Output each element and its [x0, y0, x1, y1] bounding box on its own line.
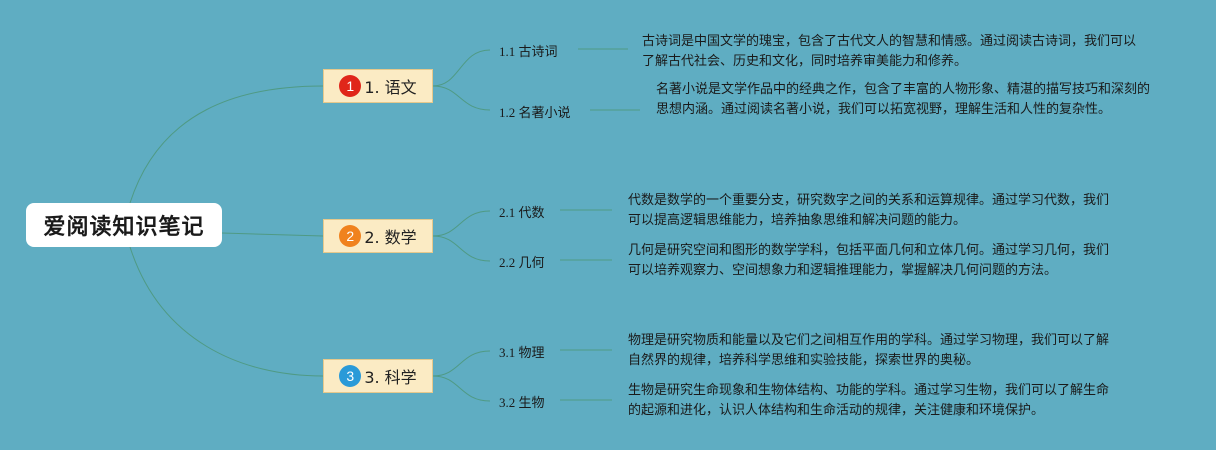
- desc-physics: 物理是研究物质和能量以及它们之间相互作用的学科。通过学习物理，我们可以了解自然界…: [628, 333, 1110, 368]
- desc-geometry: 几何是研究空间和图形的数学学科，包括平面几何和立体几何。通过学习几何，我们可以培…: [628, 243, 1110, 278]
- sub-node-biology[interactable]: 3.2 生物: [499, 392, 545, 411]
- desc-novels: 名著小说是文学作品中的经典之作，包含了丰富的人物形象、精湛的描写技巧和深刻的思想…: [656, 82, 1151, 117]
- sub-label: 3.2 生物: [499, 395, 545, 410]
- sub-node-geometry[interactable]: 2.2 几何: [499, 252, 545, 271]
- branch-label: 1. 语文: [364, 78, 417, 97]
- link-2-2: [432, 235, 491, 262]
- number-badge-icon: 1: [339, 75, 362, 97]
- desc-poetry: 古诗词是中国文学的瑰宝，包含了古代文人的智慧和情感。通过阅读古诗词，我们可以了解…: [642, 34, 1137, 69]
- link-root-3: [129, 246, 324, 377]
- number-badge-icon: 2: [339, 225, 362, 247]
- sub-label: 3.1 物理: [499, 345, 545, 360]
- branch-node-science[interactable]: 3 3. 科学: [323, 359, 433, 393]
- link-root-1: [129, 85, 324, 204]
- sub-label: 2.2 几何: [499, 255, 545, 270]
- root-node[interactable]: 爱阅读知识笔记: [26, 203, 222, 247]
- sub-label: 1.1 古诗词: [499, 44, 558, 59]
- branch-label: 3. 科学: [364, 368, 417, 387]
- link-2-1: [432, 210, 491, 237]
- sub-label: 2.1 代数: [499, 205, 545, 220]
- branch-label: 2. 数学: [364, 228, 417, 247]
- number-badge-icon: 3: [339, 365, 362, 387]
- sub-label: 1.2 名著小说: [499, 105, 571, 120]
- link-1-2: [432, 85, 491, 111]
- desc-algebra: 代数是数学的一个重要分支，研究数字之间的关系和运算规律。通过学习代数，我们可以提…: [628, 193, 1110, 228]
- branch-node-math[interactable]: 2 2. 数学: [323, 219, 433, 253]
- link-root-2: [221, 232, 324, 237]
- branch-node-chinese[interactable]: 1 1. 语文: [323, 69, 433, 103]
- link-3-1: [432, 350, 491, 377]
- link-1-1: [432, 49, 491, 87]
- sub-node-physics[interactable]: 3.1 物理: [499, 342, 545, 361]
- root-title: 爱阅读知识笔记: [43, 215, 205, 240]
- sub-node-algebra[interactable]: 2.1 代数: [499, 202, 545, 221]
- sub-node-poetry[interactable]: 1.1 古诗词: [499, 41, 558, 60]
- link-3-2: [432, 375, 491, 402]
- desc-biology: 生物是研究生命现象和生物体结构、功能的学科。通过学习生物，我们可以了解生命的起源…: [628, 383, 1110, 418]
- sub-node-novels[interactable]: 1.2 名著小说: [499, 102, 571, 121]
